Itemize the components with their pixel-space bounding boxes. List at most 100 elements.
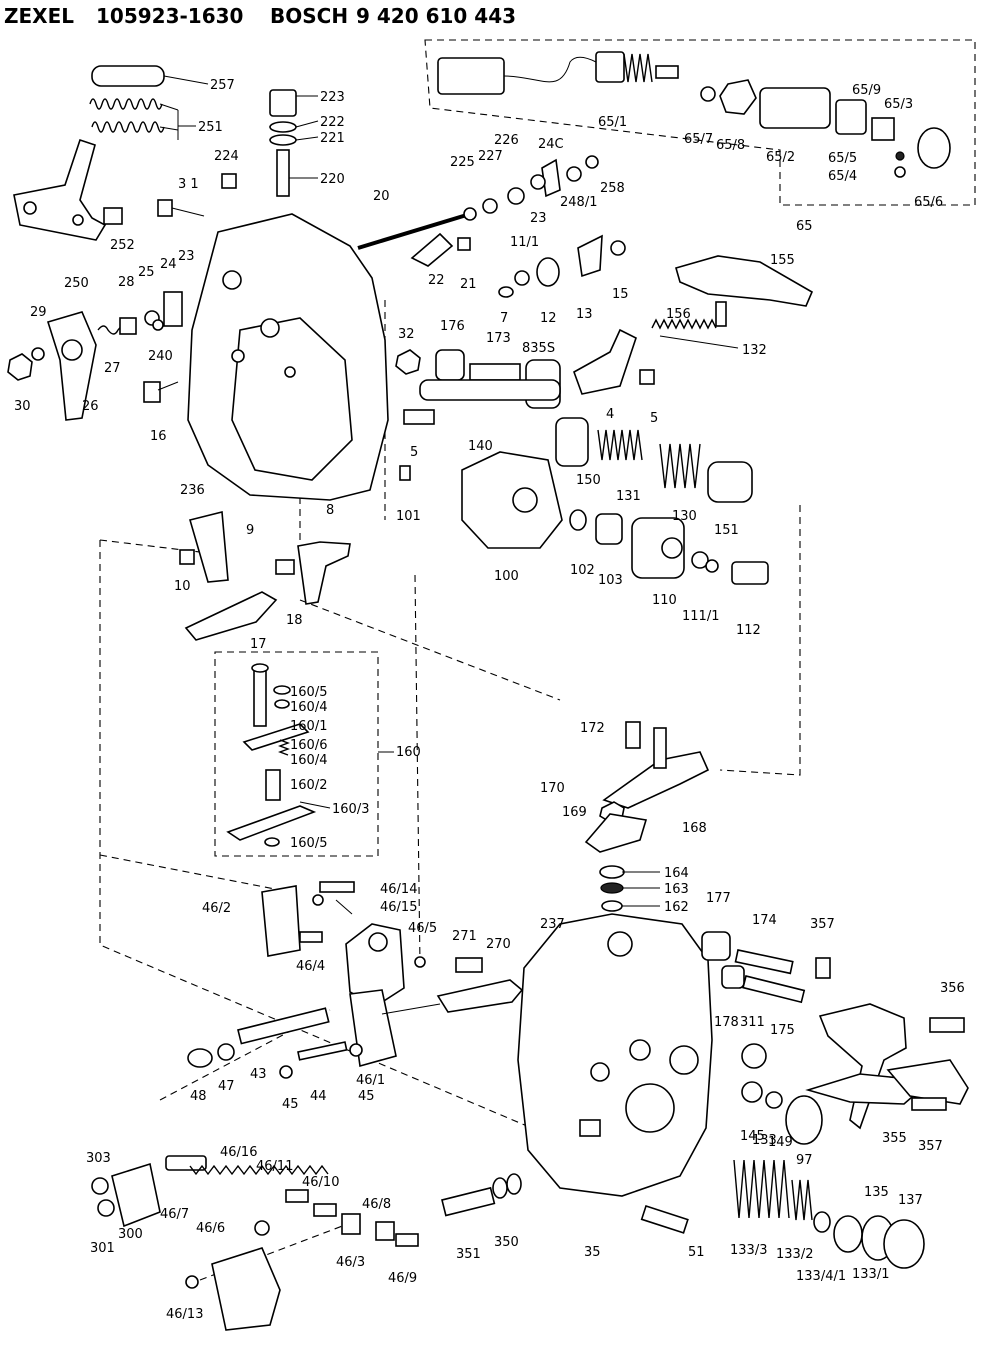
part-46-11 [285, 1189, 309, 1203]
callout-130: 130 [672, 509, 697, 524]
callout-102: 102 [570, 563, 595, 578]
callout-46-2: 46/2 [202, 901, 231, 916]
callout-28: 28 [118, 275, 135, 290]
brand-bosch: BOSCH [270, 4, 349, 28]
screw-21 [457, 237, 471, 251]
callout-24c: 24C [538, 137, 564, 152]
callout-46-9: 46/9 [388, 1271, 417, 1286]
washer-221 [269, 134, 297, 146]
shaft-43 [237, 1007, 330, 1045]
callout-133: 133 [752, 1133, 777, 1148]
governor-housing-236 [187, 213, 389, 501]
callout-7: 7 [500, 311, 508, 326]
screw-10 [179, 549, 195, 565]
lever-170 [602, 727, 710, 809]
callout-220: 220 [320, 172, 345, 187]
group-160-frame [214, 651, 379, 857]
bush-178 [721, 965, 745, 989]
callout-45-lower: 45 [358, 1089, 375, 1104]
callout-51: 51 [688, 1245, 705, 1260]
callout-301: 301 [90, 1241, 115, 1256]
callout-27: 27 [104, 361, 121, 376]
washer-222 [269, 121, 297, 133]
callout-65-3: 65/3 [884, 97, 913, 112]
leader-lines [159, 75, 739, 1015]
washer-23-top [530, 174, 546, 190]
callout-21: 21 [460, 277, 477, 292]
callout-160-2: 160/2 [290, 778, 327, 793]
callout-65-4: 65/4 [828, 169, 857, 184]
callout-160-1: 160/1 [290, 719, 327, 734]
callout-32: 32 [398, 327, 415, 342]
lever-46-5 [345, 923, 405, 1007]
diagram-header: ZEXEL 105923-1630 BOSCH 9 420 610 443 [0, 0, 989, 40]
nut-252 [103, 207, 123, 225]
cap-133-1 [833, 1215, 863, 1253]
callout-303: 303 [86, 1151, 111, 1166]
callout-133-1: 133/1 [852, 1267, 889, 1282]
callout-46-13: 46/13 [166, 1307, 203, 1322]
pin-101 [399, 465, 411, 481]
callout-156: 156 [666, 307, 691, 322]
callout-4: 4 [606, 407, 614, 422]
bosch-part-number: 9 420 610 443 [356, 4, 517, 28]
callout-100: 100 [494, 569, 519, 584]
lever-22 [410, 232, 454, 267]
callout-224: 224 [214, 149, 239, 164]
bolt-174 [734, 949, 794, 975]
shaft-140 [419, 379, 561, 401]
washer-11-1 [514, 270, 530, 286]
callout-160-6: 160/6 [290, 738, 327, 753]
brand-zexel: ZEXEL [4, 4, 74, 28]
washer-162 [601, 900, 623, 912]
lever-250 [13, 138, 107, 241]
callout-97: 97 [796, 1153, 813, 1168]
lever-17 [184, 591, 278, 641]
callout-270: 270 [486, 937, 511, 952]
callout-65-2: 65/2 [766, 150, 795, 165]
callout-257: 257 [210, 78, 235, 93]
screw-5-upper [639, 369, 655, 385]
callout-47: 47 [218, 1079, 235, 1094]
zexel-part-number: 105923-1630 [96, 4, 244, 28]
washer-45 [279, 1065, 293, 1079]
callout-101: 101 [396, 509, 421, 524]
lever-9 [189, 510, 229, 583]
washer-248-1 [566, 166, 582, 182]
lever-46-2 [261, 885, 301, 957]
lever-160-3 [226, 805, 317, 841]
callout-250: 250 [64, 276, 89, 291]
callout-835s: 835S [522, 341, 555, 356]
callout-271: 271 [452, 929, 477, 944]
callout-155: 155 [770, 253, 795, 268]
callout-151: 151 [714, 523, 739, 538]
callout-227: 227 [478, 149, 503, 164]
callout-9: 9 [246, 523, 254, 538]
callout-174: 174 [752, 913, 777, 928]
callout-31: 3 1 [178, 177, 199, 192]
callout-350: 350 [494, 1235, 519, 1250]
callout-172: 172 [580, 721, 605, 736]
adjust-screw-220 [276, 149, 290, 197]
bush-28 [119, 317, 137, 335]
callout-351: 351 [456, 1247, 481, 1262]
callout-160-5-top: 160/5 [290, 685, 327, 700]
callout-176: 176 [440, 319, 465, 334]
spring-133-3 [733, 1159, 790, 1219]
screw-357-lower [911, 1097, 947, 1111]
screw-357-upper [815, 957, 831, 979]
bush-103 [595, 513, 623, 545]
callout-103: 103 [598, 573, 623, 588]
plate-160-1 [242, 723, 310, 751]
callout-131: 131 [616, 489, 641, 504]
screw-46-4 [299, 931, 323, 943]
callout-135: 135 [864, 1185, 889, 1200]
screw-156 [715, 301, 727, 327]
callout-221: 221 [320, 131, 345, 146]
callout-46-4: 46/4 [296, 959, 325, 974]
washer-29 [31, 347, 45, 361]
callout-65-7: 65/7 [684, 132, 713, 147]
washer-258 [585, 155, 599, 169]
bolt-173 [469, 363, 521, 381]
disc-97 [785, 1095, 823, 1145]
